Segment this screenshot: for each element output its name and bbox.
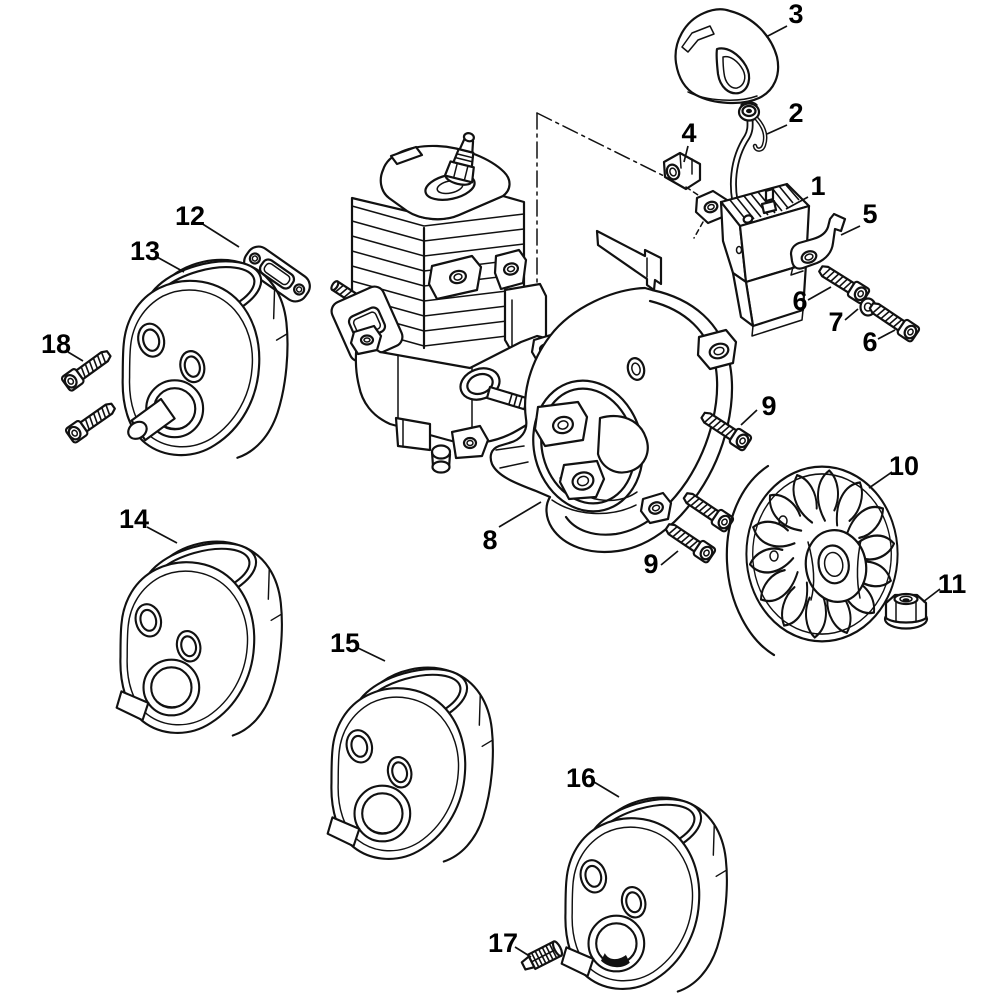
leader-line-15-muffler — [357, 647, 386, 662]
part-label-5-bracket: 5 — [862, 199, 877, 229]
part-label-12-gasket: 12 — [175, 201, 205, 231]
part-label-14-muffler: 14 — [119, 504, 149, 534]
part-cylinder-cover-3 — [674, 8, 780, 105]
leader-line-7-washer — [844, 308, 859, 321]
leader-line-18-screws — [67, 351, 84, 362]
leader-line-14-muffler — [146, 526, 178, 544]
part-label-6-screw-upper: 6 — [792, 286, 807, 316]
leader-line-5-bracket — [840, 225, 861, 236]
leader-line-8-fan-housing — [498, 501, 542, 528]
part-spark-arrestor-screw-17 — [520, 940, 564, 971]
part-clamp-bracket-4 — [662, 151, 729, 239]
part-label-18-screws: 18 — [41, 329, 71, 359]
part-label-6-screw-lower: 6 — [862, 327, 877, 357]
part-label-3-cylinder-cover: 3 — [788, 0, 803, 29]
part-gasket — [243, 245, 311, 303]
leader-line-13-muffler — [156, 256, 185, 273]
part-muffler-14 — [115, 530, 283, 737]
part-fan-housing-8 — [489, 229, 738, 553]
leader-line-11-collar-nut — [922, 588, 941, 603]
part-label-1-ignition-module: 1 — [810, 171, 825, 201]
part-label-9-screws-bottom: 9 — [643, 549, 658, 579]
part-plug-wire — [729, 101, 761, 220]
part-label-7-washer: 7 — [828, 307, 843, 337]
part-flywheel-10 — [725, 464, 899, 657]
leader-line-6-screw-lower — [877, 329, 896, 340]
part-label-15-muffler: 15 — [330, 628, 360, 658]
leader-line-16-muffler — [593, 781, 620, 798]
leader-line-4-clamp-bracket — [683, 145, 689, 163]
part-muffler-16 — [560, 786, 728, 993]
leader-line-9-screw-top — [740, 409, 758, 426]
leader-line-2-wire-clip — [766, 124, 788, 135]
leader-line-12-gasket — [200, 222, 240, 248]
spark-plug — [443, 132, 475, 186]
leader-line-17-spark-arrestor-screw — [514, 946, 532, 958]
part-ignition-module-1 — [719, 182, 811, 337]
part-label-16-muffler: 16 — [566, 763, 596, 793]
part-label-4-clamp-bracket: 4 — [681, 118, 696, 148]
leader-line-10-flywheel — [868, 471, 893, 489]
leader-line-9-screws-bottom — [660, 550, 679, 566]
part-label-8-fan-housing: 8 — [482, 525, 497, 555]
part-collar-nut-11 — [883, 592, 929, 630]
part-label-17-spark-arrestor-screw: 17 — [488, 928, 518, 958]
part-label-10-flywheel: 10 — [889, 451, 919, 481]
part-cylinder-assembly — [328, 132, 563, 474]
part-label-2-wire-clip: 2 — [788, 98, 803, 128]
part-screws-18 — [59, 345, 120, 445]
part-label-13-muffler: 13 — [130, 236, 160, 266]
leader-line-6-screw-upper — [807, 286, 832, 301]
part-bracket-5 — [789, 212, 847, 276]
leader-line-1-ignition-module — [785, 196, 809, 210]
part-muffler-13 — [121, 248, 289, 459]
leader-line-3-cylinder-cover — [765, 25, 788, 38]
part-label-9-screw-top: 9 — [761, 391, 776, 421]
part-label-11-collar-nut: 11 — [938, 569, 967, 599]
part-muffler-15 — [326, 656, 494, 863]
part-wire-clip-2 — [752, 116, 768, 152]
part-screw-6-upper — [815, 260, 872, 306]
